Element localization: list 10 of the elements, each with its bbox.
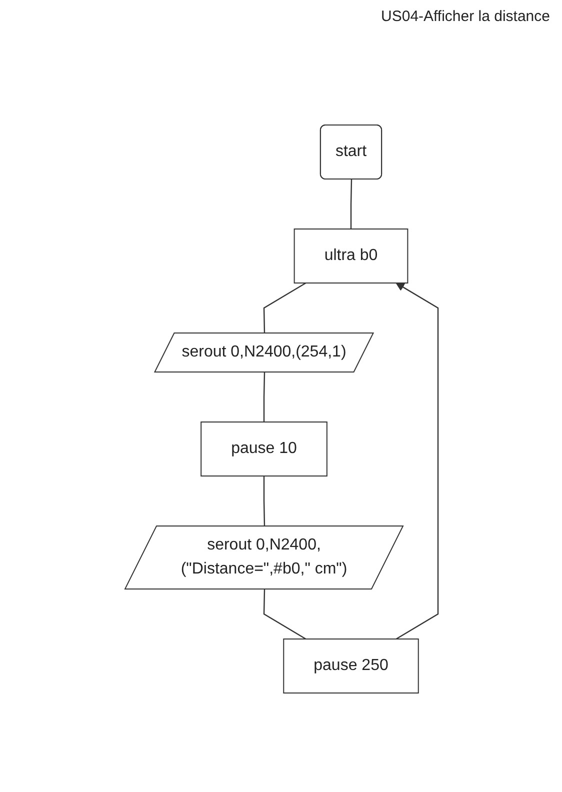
connector [350,179,352,229]
diagram-title: US04-Afficher la distance [381,8,550,25]
connector [262,282,306,334]
node-box: pause 250 [282,638,418,694]
node-box: ultra b0 [293,228,408,284]
arrow [395,282,438,640]
connector [262,372,265,422]
connector [262,476,265,527]
node-box: pause 10 [200,422,327,476]
connector [262,589,306,640]
